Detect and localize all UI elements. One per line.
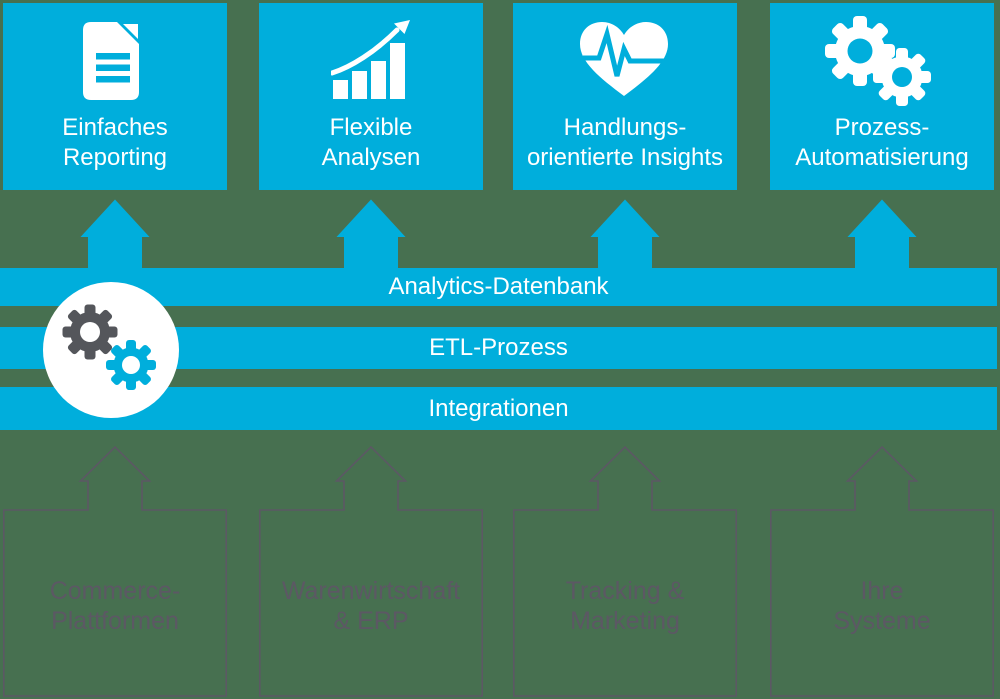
up-arrow-icon: [80, 199, 150, 269]
capability-label-line1: Einfaches: [62, 114, 168, 141]
document-icon: [83, 22, 139, 100]
capability-label-line2: Reporting: [62, 144, 168, 171]
source-label-line2: Marketing: [570, 607, 680, 635]
gears-icon: [825, 16, 931, 106]
source-label-line2: & ERP: [333, 607, 409, 635]
capability-label-line1: Flexible: [329, 114, 413, 141]
source-box-ihre-systeme: Ihre Systeme: [770, 446, 994, 698]
source-label-line1: Warenwirtschaft: [281, 577, 461, 605]
hub-gears-icon: [62, 304, 156, 390]
layer-label: Analytics-Datenbank: [388, 273, 609, 300]
layer-bar-integrationen: Integrationen: [0, 387, 997, 430]
capability-label-line2: Analysen: [321, 144, 421, 171]
capability-label: Prozess- Automatisierung: [770, 113, 994, 173]
up-arrow-icon: [336, 199, 406, 269]
layer-label: ETL-Prozess: [429, 334, 568, 361]
capability-box-analysen: Flexible Analysen: [259, 3, 483, 190]
capability-label-line2: orientierte Insights: [526, 144, 724, 171]
up-arrow-icon: [847, 199, 917, 269]
capability-label-line1: Handlungs-: [563, 114, 687, 141]
outlined-arrow-box: [259, 446, 483, 697]
capability-box-reporting: Einfaches Reporting: [3, 3, 227, 190]
source-box-tracking: Tracking & Marketing: [513, 446, 737, 698]
growth-chart-icon: [331, 20, 410, 99]
up-arrow-icon: [590, 199, 660, 269]
outlined-arrow-box: [3, 446, 227, 697]
layer-label: Integrationen: [428, 394, 569, 422]
layer-bar-analytics-datenbank: Analytics-Datenbank: [0, 268, 997, 306]
capability-label-line1: Prozess-: [834, 114, 930, 141]
capability-label: Flexible Analysen: [259, 113, 483, 173]
source-box-warenwirtschaft: Warenwirtschaft & ERP: [259, 446, 483, 698]
outlined-arrow-box: [513, 446, 737, 697]
capability-box-automatisierung: Prozess- Automatisierung: [770, 3, 994, 190]
source-label: Ihre Systeme: [770, 576, 994, 636]
capability-label: Handlungs- orientierte Insights: [513, 113, 737, 173]
outlined-arrow-box: [770, 446, 994, 697]
heart-pulse-icon: [580, 22, 668, 96]
capability-label: Einfaches Reporting: [3, 113, 227, 173]
source-label: Commerce- Plattformen: [3, 576, 227, 636]
integration-hub-badge: [43, 282, 179, 418]
source-label: Tracking & Marketing: [513, 576, 737, 636]
source-label-line1: Commerce-: [49, 577, 181, 605]
source-label-line1: Ihre: [860, 577, 904, 605]
source-label: Warenwirtschaft & ERP: [259, 576, 483, 636]
capability-label-line2: Automatisierung: [795, 144, 969, 171]
source-label-line2: Plattformen: [51, 607, 179, 635]
source-label-line2: Systeme: [833, 607, 931, 635]
capability-box-insights: Handlungs- orientierte Insights: [513, 3, 737, 190]
source-box-commerce: Commerce- Plattformen: [3, 446, 227, 698]
source-label-line1: Tracking &: [565, 577, 685, 605]
